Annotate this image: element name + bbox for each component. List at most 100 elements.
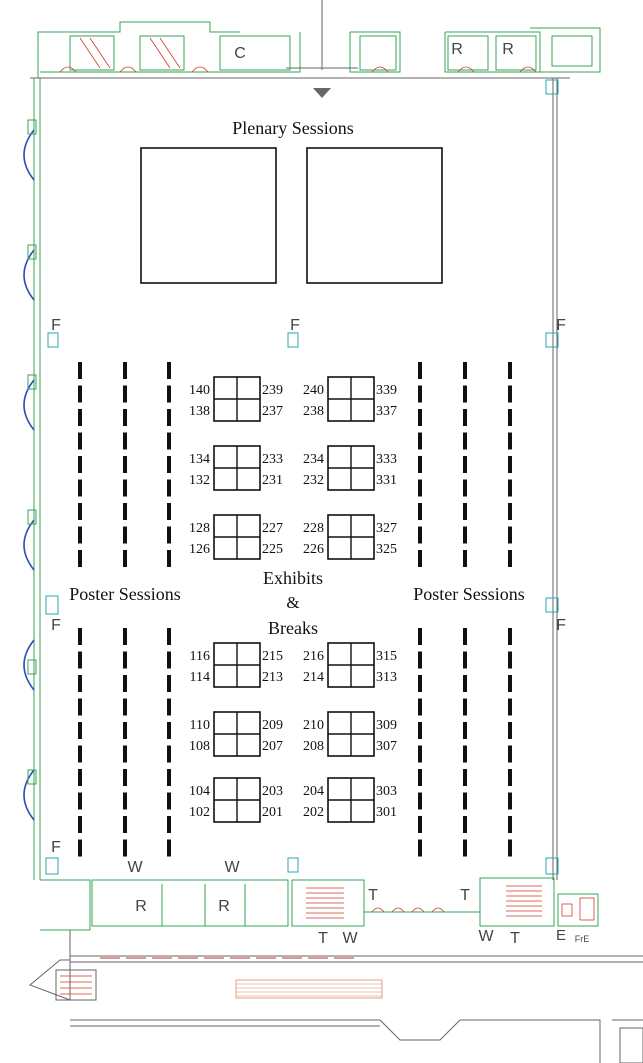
poster-board (167, 722, 171, 739)
booth-number: 203 (262, 784, 283, 799)
room-letters: C R R F F F F F F W W R R T T T W W T E … (51, 41, 589, 947)
poster-board (508, 792, 512, 810)
poster-board (167, 362, 171, 379)
poster-board (508, 550, 512, 567)
room-letter-w: W (342, 930, 358, 947)
booth-number: 204 (303, 784, 324, 799)
poster-board (463, 651, 467, 669)
booth-number: 126 (189, 542, 210, 557)
room-letter-f: F (290, 317, 300, 334)
booth-number: 207 (262, 739, 283, 754)
booth-blocks: 1401382392371341322332311281262272252402… (189, 376, 397, 823)
poster-board (463, 675, 467, 692)
booth-number: 237 (262, 404, 283, 419)
poster-board (123, 651, 127, 669)
poster-board (167, 526, 171, 544)
room-letter-r: R (502, 41, 514, 58)
poster-board (418, 409, 422, 426)
poster-board (123, 698, 127, 716)
poster-board (78, 651, 82, 669)
poster-board (123, 526, 127, 544)
booth-number: 138 (189, 404, 210, 419)
poster-board (167, 456, 171, 473)
poster-board (418, 839, 422, 857)
poster-board (508, 769, 512, 786)
booth-number: 315 (376, 649, 397, 664)
poster-board (508, 362, 512, 379)
room-letter-t: T (460, 887, 470, 904)
poster-board (508, 722, 512, 739)
booth-number: 214 (303, 670, 324, 685)
booth-number: 210 (303, 718, 324, 733)
booth-number: 232 (303, 473, 324, 488)
poster-board (123, 550, 127, 567)
booth-number: 339 (376, 383, 397, 398)
plenary-sessions-label: Plenary Sessions (232, 118, 354, 138)
poster-board (167, 675, 171, 692)
poster-board (463, 722, 467, 739)
poster-sessions-right-label: Poster Sessions (413, 584, 525, 604)
room-letter-r: R (218, 898, 230, 915)
poster-board (418, 550, 422, 567)
room-letter-f: F (556, 617, 566, 634)
poster-board (418, 675, 422, 692)
room-letter-w: W (224, 859, 240, 876)
poster-boards (78, 362, 512, 857)
booth-number: 240 (303, 383, 324, 398)
poster-board (508, 839, 512, 857)
poster-board (78, 839, 82, 857)
booth-number: 327 (376, 521, 397, 536)
booth-number: 233 (262, 452, 283, 467)
poster-board (78, 456, 82, 473)
ampersand-label: & (286, 593, 299, 612)
poster-board (418, 698, 422, 716)
poster-board (78, 816, 82, 833)
poster-board (123, 628, 127, 645)
booth-number: 325 (376, 542, 397, 557)
poster-board (123, 745, 127, 763)
poster-board (463, 503, 467, 520)
poster-board (78, 432, 82, 450)
poster-board (508, 432, 512, 450)
poster-board (463, 409, 467, 426)
poster-board (123, 675, 127, 692)
booth-number: 337 (376, 404, 397, 419)
poster-board (508, 816, 512, 833)
poster-board (463, 745, 467, 763)
booth-number: 216 (303, 649, 324, 664)
booth-number: 239 (262, 383, 283, 398)
booth-number: 110 (190, 718, 210, 733)
booth-number: 108 (189, 739, 210, 754)
poster-board (418, 503, 422, 520)
poster-board (167, 432, 171, 450)
poster-board (78, 479, 82, 497)
poster-board (463, 432, 467, 450)
poster-board (167, 550, 171, 567)
poster-board (508, 651, 512, 669)
booth-number: 116 (190, 649, 210, 664)
poster-board (508, 456, 512, 473)
booth-number: 201 (262, 805, 283, 820)
room-letter-f: F (51, 617, 61, 634)
booth-number: 114 (190, 670, 210, 685)
booth-number: 102 (189, 805, 210, 820)
poster-board (418, 432, 422, 450)
booth-number: 134 (189, 452, 210, 467)
poster-board (463, 816, 467, 833)
poster-board (78, 722, 82, 739)
poster-board (508, 479, 512, 497)
booth-number: 307 (376, 739, 397, 754)
poster-board (508, 409, 512, 426)
poster-board (418, 362, 422, 379)
poster-board (167, 503, 171, 520)
poster-board (78, 550, 82, 567)
room-letter-f: F (51, 317, 61, 334)
poster-board (418, 745, 422, 763)
booth-number: 202 (303, 805, 324, 820)
